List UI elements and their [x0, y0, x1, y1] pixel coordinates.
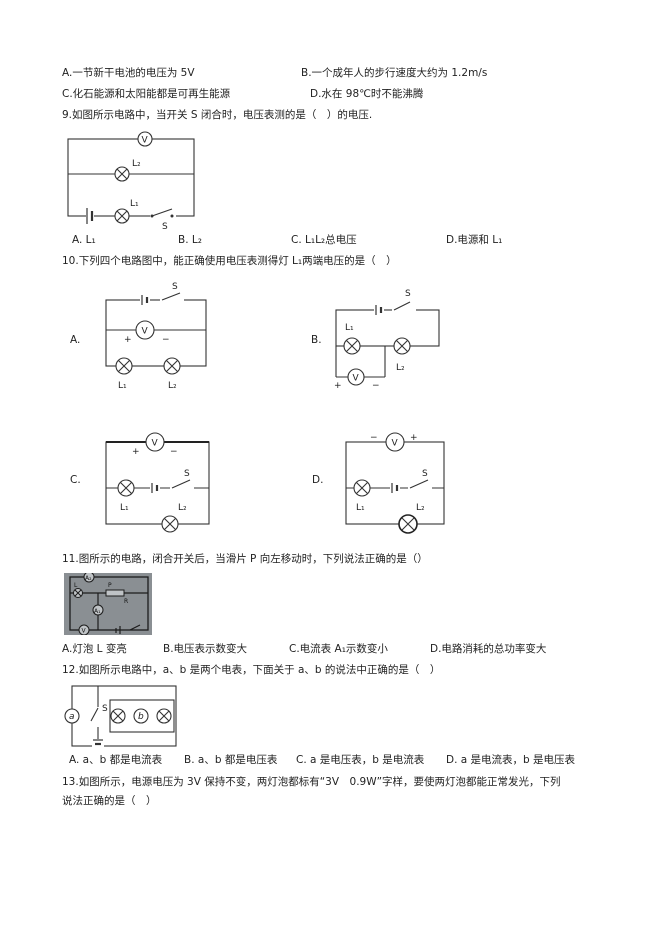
svg-text:−: −: [170, 447, 178, 457]
svg-text:V: V: [152, 439, 159, 449]
q10-label-c: C.: [70, 474, 81, 486]
svg-text:L₁: L₁: [118, 381, 127, 391]
svg-text:V: V: [142, 136, 149, 146]
svg-text:L: L: [74, 582, 78, 589]
q11-circuit-photo: A₂ L P R A₁ V: [64, 573, 152, 635]
svg-text:L₁: L₁: [120, 503, 129, 513]
svg-text:S: S: [422, 469, 428, 479]
q9-option-d: D.电源和 L₁: [446, 234, 503, 246]
q12-option-c: C. a 是电压表，b 是电流表: [296, 754, 425, 766]
svg-text:L₂: L₂: [132, 159, 141, 169]
svg-text:R: R: [124, 598, 128, 605]
svg-text:a: a: [69, 712, 75, 722]
q10-circuit-b: S L₁ L₂ V + −: [334, 289, 440, 391]
svg-text:P: P: [108, 582, 112, 589]
svg-text:−: −: [372, 381, 380, 391]
q10-circuit-d: V − + S L₁ L₂: [345, 432, 445, 534]
svg-text:+: +: [132, 447, 140, 457]
q13-stem-line1: 13.如图所示，电源电压为 3V 保持不变，两灯泡都标有“3V 0.9W”字样，…: [62, 776, 561, 788]
svg-text:V: V: [392, 439, 399, 449]
q8-option-a: A.一节新干电池的电压为 5V: [62, 67, 195, 79]
q9-option-b: B. L₂: [178, 234, 202, 246]
switch-icon: [151, 208, 173, 217]
svg-text:S: S: [184, 469, 190, 479]
svg-text:b: b: [138, 712, 144, 722]
svg-text:A₁: A₁: [94, 608, 101, 615]
svg-text:L₂: L₂: [168, 381, 177, 391]
svg-text:S: S: [102, 704, 108, 714]
meter-a-icon: [64, 708, 80, 724]
svg-text:S: S: [162, 222, 168, 232]
q10-label-b: B.: [311, 334, 322, 346]
svg-text:S: S: [172, 282, 178, 292]
q9-option-a: A. L₁: [72, 234, 96, 246]
voltmeter-icon: [385, 432, 405, 452]
svg-text:+: +: [124, 335, 132, 345]
q12-option-b: B. a、b 都是电压表: [184, 754, 278, 766]
voltmeter-icon: [135, 320, 155, 340]
q11-option-d: D.电路消耗的总功率变大: [430, 643, 547, 655]
q9-stem: 9.如图所示电路中，当开关 S 闭合时，电压表测的是（ ）的电压.: [62, 109, 373, 121]
q8-option-d: D.水在 98℃时不能沸腾: [310, 88, 424, 100]
q9-circuit-diagram: V L₂ L₁ S: [67, 131, 195, 232]
svg-text:L₂: L₂: [416, 503, 425, 513]
q12-circuit-diagram: a S b: [64, 685, 177, 749]
q11-stem: 11.图所示的电路，闭合开关后，当滑片 P 向左移动时，下列说法正确的是（）: [62, 553, 428, 565]
q10-label-a: A.: [70, 334, 81, 346]
q13-stem-line2: 说法正确的是（ ）: [62, 795, 157, 807]
q12-option-a: A. a、b 都是电流表: [69, 754, 163, 766]
svg-text:L₂: L₂: [396, 363, 405, 373]
svg-text:S: S: [405, 289, 411, 299]
q10-circuit-c: V + − S L₁ L₂: [105, 432, 210, 533]
q8-option-c: C.化石能源和太阳能都是可再生能源: [62, 88, 231, 100]
voltmeter-icon: [137, 131, 153, 147]
voltmeter-icon: [347, 368, 365, 386]
svg-text:−: −: [162, 335, 170, 345]
svg-text:L₂: L₂: [178, 503, 187, 513]
svg-text:+: +: [334, 381, 342, 391]
svg-text:V: V: [82, 628, 87, 635]
q11-option-a: A.灯泡 L 变亮: [62, 643, 127, 655]
svg-text:L₁: L₁: [356, 503, 365, 513]
svg-text:A₂: A₂: [85, 575, 92, 582]
q12-option-d: D. a 是电流表，b 是电压表: [446, 754, 576, 766]
svg-text:−: −: [370, 433, 378, 443]
svg-text:L₁: L₁: [345, 323, 354, 333]
q10-circuit-a: S V + − L₁ L₂: [105, 282, 207, 391]
q9-option-c: C. L₁L₂总电压: [291, 234, 357, 246]
voltmeter-icon: [145, 432, 165, 452]
svg-text:L₁: L₁: [130, 199, 139, 209]
q10-stem: 10.下列四个电路图中，能正确使用电压表测得灯 L₁两端电压的是（ ）: [62, 255, 397, 267]
q11-option-c: C.电流表 A₁示数变小: [289, 643, 388, 655]
q11-circuit-diagram: A₂ L P R A₁ V: [69, 573, 149, 635]
q8-option-b: B.一个成年人的步行速度大约为 1.2m/s: [301, 67, 488, 79]
q10-label-d: D.: [312, 474, 324, 486]
svg-text:V: V: [353, 374, 360, 384]
q11-option-b: B.电压表示数变大: [163, 643, 248, 655]
svg-text:V: V: [142, 327, 149, 337]
meter-b-icon: [133, 708, 149, 724]
svg-text:+: +: [410, 433, 418, 443]
switch-icon: [90, 707, 99, 722]
q12-stem: 12.如图所示电路中，a、b 是两个电表，下面关于 a、b 的说法中正确的是（ …: [62, 664, 441, 676]
